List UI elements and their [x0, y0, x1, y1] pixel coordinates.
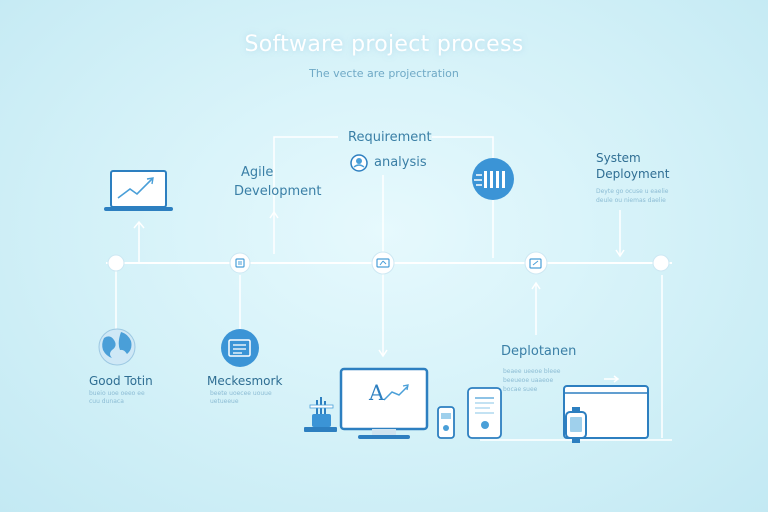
- timeline-node-agile: [229, 252, 251, 274]
- good-totin-desc-2: cuu dunaca: [89, 398, 124, 405]
- system-label: System: [596, 151, 641, 165]
- bars-chart-icon: [472, 158, 514, 200]
- system-desc-2: deule ou niemas daelie: [596, 197, 666, 204]
- monitor-glyph: A: [369, 381, 385, 405]
- timeline-node-requirement: [371, 251, 395, 275]
- timeline-node-end: [652, 254, 670, 272]
- smartwatch-icon: [565, 407, 587, 443]
- meckesmork-desc-1: beete uoecee uouue: [210, 390, 272, 397]
- analysis-badge-icon: [350, 154, 368, 172]
- meckesmork-label: Meckesmork: [207, 374, 283, 388]
- list-card-icon: [221, 329, 259, 367]
- connectors: [115, 136, 672, 441]
- requirement-label: Requirement: [348, 130, 432, 145]
- meckesmork-desc-2: uetueeue: [210, 398, 239, 405]
- globe-icon: [98, 328, 136, 366]
- good-totin-label: Good Totin: [89, 374, 153, 388]
- deplotanen-desc-3: bocae suee: [503, 386, 538, 393]
- development-label: Development: [234, 184, 322, 199]
- deplotanen-desc-1: beaee ueeoe bleee: [503, 368, 561, 375]
- desktop-monitor-icon: [339, 367, 429, 439]
- timeline-node-deployment: [524, 251, 548, 275]
- phone-icon: [437, 406, 455, 439]
- good-totin-desc-1: bueio uoe oeeo ee: [89, 390, 145, 397]
- deplotanen-desc-2: beeueoe uaaeoe: [503, 377, 554, 384]
- page-subtitle: The vecte are projectration: [309, 67, 459, 80]
- tablet-icon: [467, 387, 502, 439]
- timeline-node-start: [107, 254, 125, 272]
- agile-label: Agile: [241, 165, 274, 180]
- deployment-label: Deployment: [596, 167, 670, 181]
- laptop-chart-icon: [104, 170, 173, 211]
- deplotanen-label: Deplotanen: [501, 344, 577, 359]
- system-desc-1: Deyte go ocuse u eaelie: [596, 188, 669, 195]
- page-title: Software project process: [244, 32, 524, 57]
- analysis-label: analysis: [374, 155, 427, 170]
- trophy-icon: [304, 397, 337, 432]
